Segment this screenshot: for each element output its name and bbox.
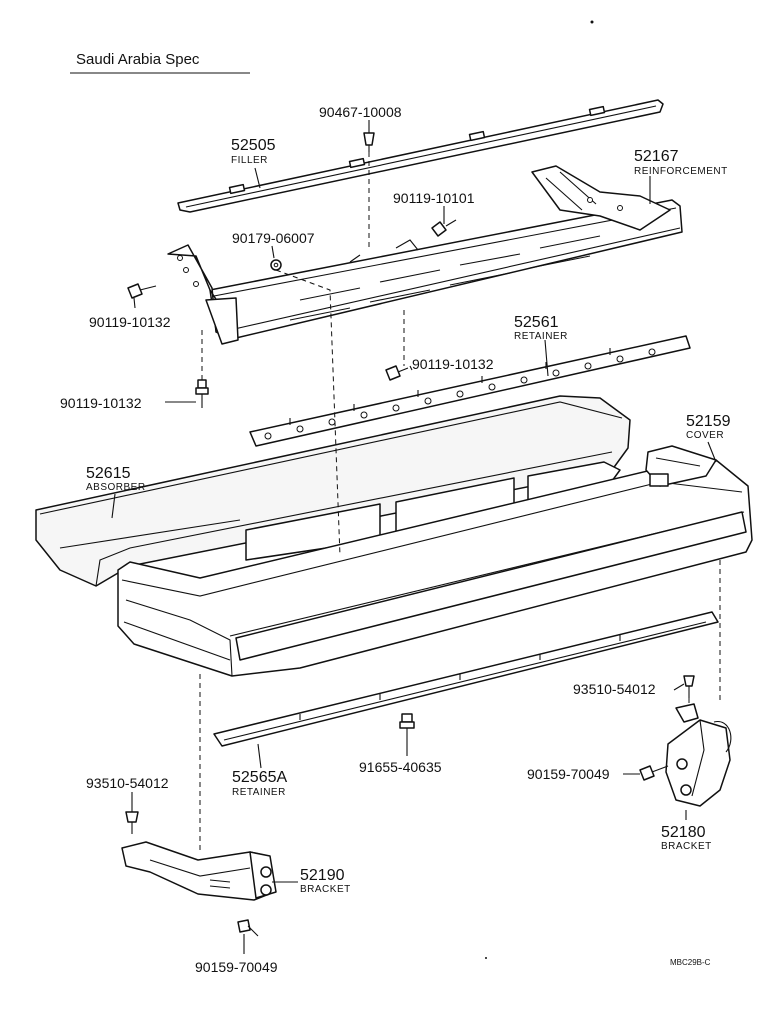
nut-90179-06007 bbox=[270, 259, 282, 271]
label-bolt-right: 90159-70049 bbox=[527, 766, 610, 782]
label-retainer-upper-number: 52561 bbox=[514, 314, 559, 331]
label-nut-reinf: 90179-06007 bbox=[232, 230, 315, 246]
label-absorber-number: 52615 bbox=[86, 465, 131, 482]
label-bolt-left-lower: 90119-10132 bbox=[60, 395, 142, 411]
drawing-code: MBC29B-C bbox=[670, 958, 711, 967]
assembly-lines bbox=[199, 152, 721, 850]
bolt-right-90159 bbox=[639, 765, 669, 781]
bolt-90119-10101 bbox=[431, 219, 457, 237]
label-absorber-name: ABSORBER bbox=[86, 482, 146, 493]
label-bolt-retainer: 90119-10132 bbox=[412, 356, 494, 372]
label-retainer-lower-number: 52565A bbox=[232, 769, 287, 786]
screw-left bbox=[125, 811, 139, 834]
label-bolt-left-bracket: 90159-70049 bbox=[195, 959, 278, 975]
label-clip-top: 90467-10008 bbox=[319, 104, 402, 120]
cover-part bbox=[117, 445, 753, 677]
label-retainer-lower-name: RETAINER bbox=[232, 787, 286, 798]
label-bracket-right-name: BRACKET bbox=[661, 841, 712, 852]
bracket-left-part bbox=[121, 841, 277, 901]
label-bolt-left-upper: 90119-10132 bbox=[89, 314, 171, 330]
label-bolt-reinf: 90119-10101 bbox=[393, 190, 475, 206]
label-screw-right: 93510-54012 bbox=[573, 681, 656, 697]
speck bbox=[485, 957, 487, 959]
label-cover-name: COVER bbox=[686, 430, 724, 441]
label-retainer-upper-name: RETAINER bbox=[514, 331, 568, 342]
retainer-upper-part bbox=[249, 335, 691, 447]
label-filler-name: FILLER bbox=[231, 155, 268, 166]
label-bolt-center: 91655-40635 bbox=[359, 759, 442, 775]
retainer-lower-part bbox=[213, 611, 719, 747]
label-reinforcement-name: REINFORCEMENT bbox=[634, 166, 728, 177]
bolt-left-upper bbox=[127, 283, 157, 299]
filler-part bbox=[177, 99, 664, 213]
reinforcement-part bbox=[167, 165, 683, 345]
bolt-91655-40635 bbox=[399, 713, 415, 744]
label-filler-number: 52505 bbox=[231, 137, 276, 154]
bolt-left-90159 bbox=[237, 919, 259, 937]
screw-right bbox=[683, 675, 695, 698]
label-cover-number: 52159 bbox=[686, 413, 731, 430]
diagram-title: Saudi Arabia Spec bbox=[76, 51, 200, 68]
label-screw-left: 93510-54012 bbox=[86, 775, 169, 791]
leader-lines bbox=[111, 120, 717, 954]
bolt-retainer bbox=[385, 365, 409, 381]
bolt-left-lower bbox=[195, 379, 209, 408]
clip-fastener bbox=[363, 132, 375, 152]
bracket-right-part bbox=[665, 703, 732, 807]
label-bracket-left-number: 52190 bbox=[300, 867, 345, 884]
label-bracket-left-name: BRACKET bbox=[300, 884, 351, 895]
label-reinforcement-number: 52167 bbox=[634, 148, 679, 165]
speck bbox=[590, 20, 594, 24]
label-bracket-right-number: 52180 bbox=[661, 824, 706, 841]
